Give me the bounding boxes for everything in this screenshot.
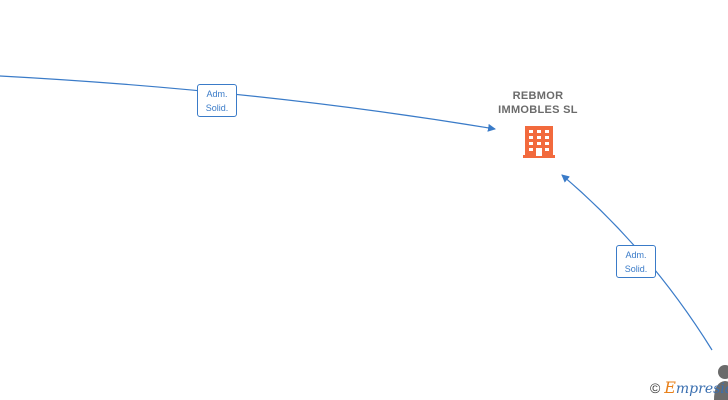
edge-label-left-line2: Solid. — [205, 103, 229, 113]
edge-label-left[interactable]: Adm. Solid. — [197, 84, 237, 117]
company-name[interactable]: REBMOR IMMOBLES SL — [478, 89, 598, 117]
edge-label-right[interactable]: Adm. Solid. — [616, 245, 656, 278]
edge-label-right-line2: Solid. — [624, 264, 648, 274]
company-name-line1: REBMOR — [512, 90, 564, 102]
building-icon — [523, 126, 555, 158]
brand-rest: mpresia — [675, 381, 728, 397]
copyright-symbol: © — [650, 380, 661, 396]
edge-label-right-line1: Adm. — [625, 250, 647, 260]
edge-line-left — [0, 75, 496, 132]
edge-label-left-line1: Adm. — [206, 89, 228, 99]
brand-watermark: © Empresia — [650, 378, 728, 400]
company-name-line2: IMMOBLES SL — [498, 104, 578, 116]
brand-first-letter: E — [664, 378, 676, 397]
person-icon — [714, 365, 728, 400]
